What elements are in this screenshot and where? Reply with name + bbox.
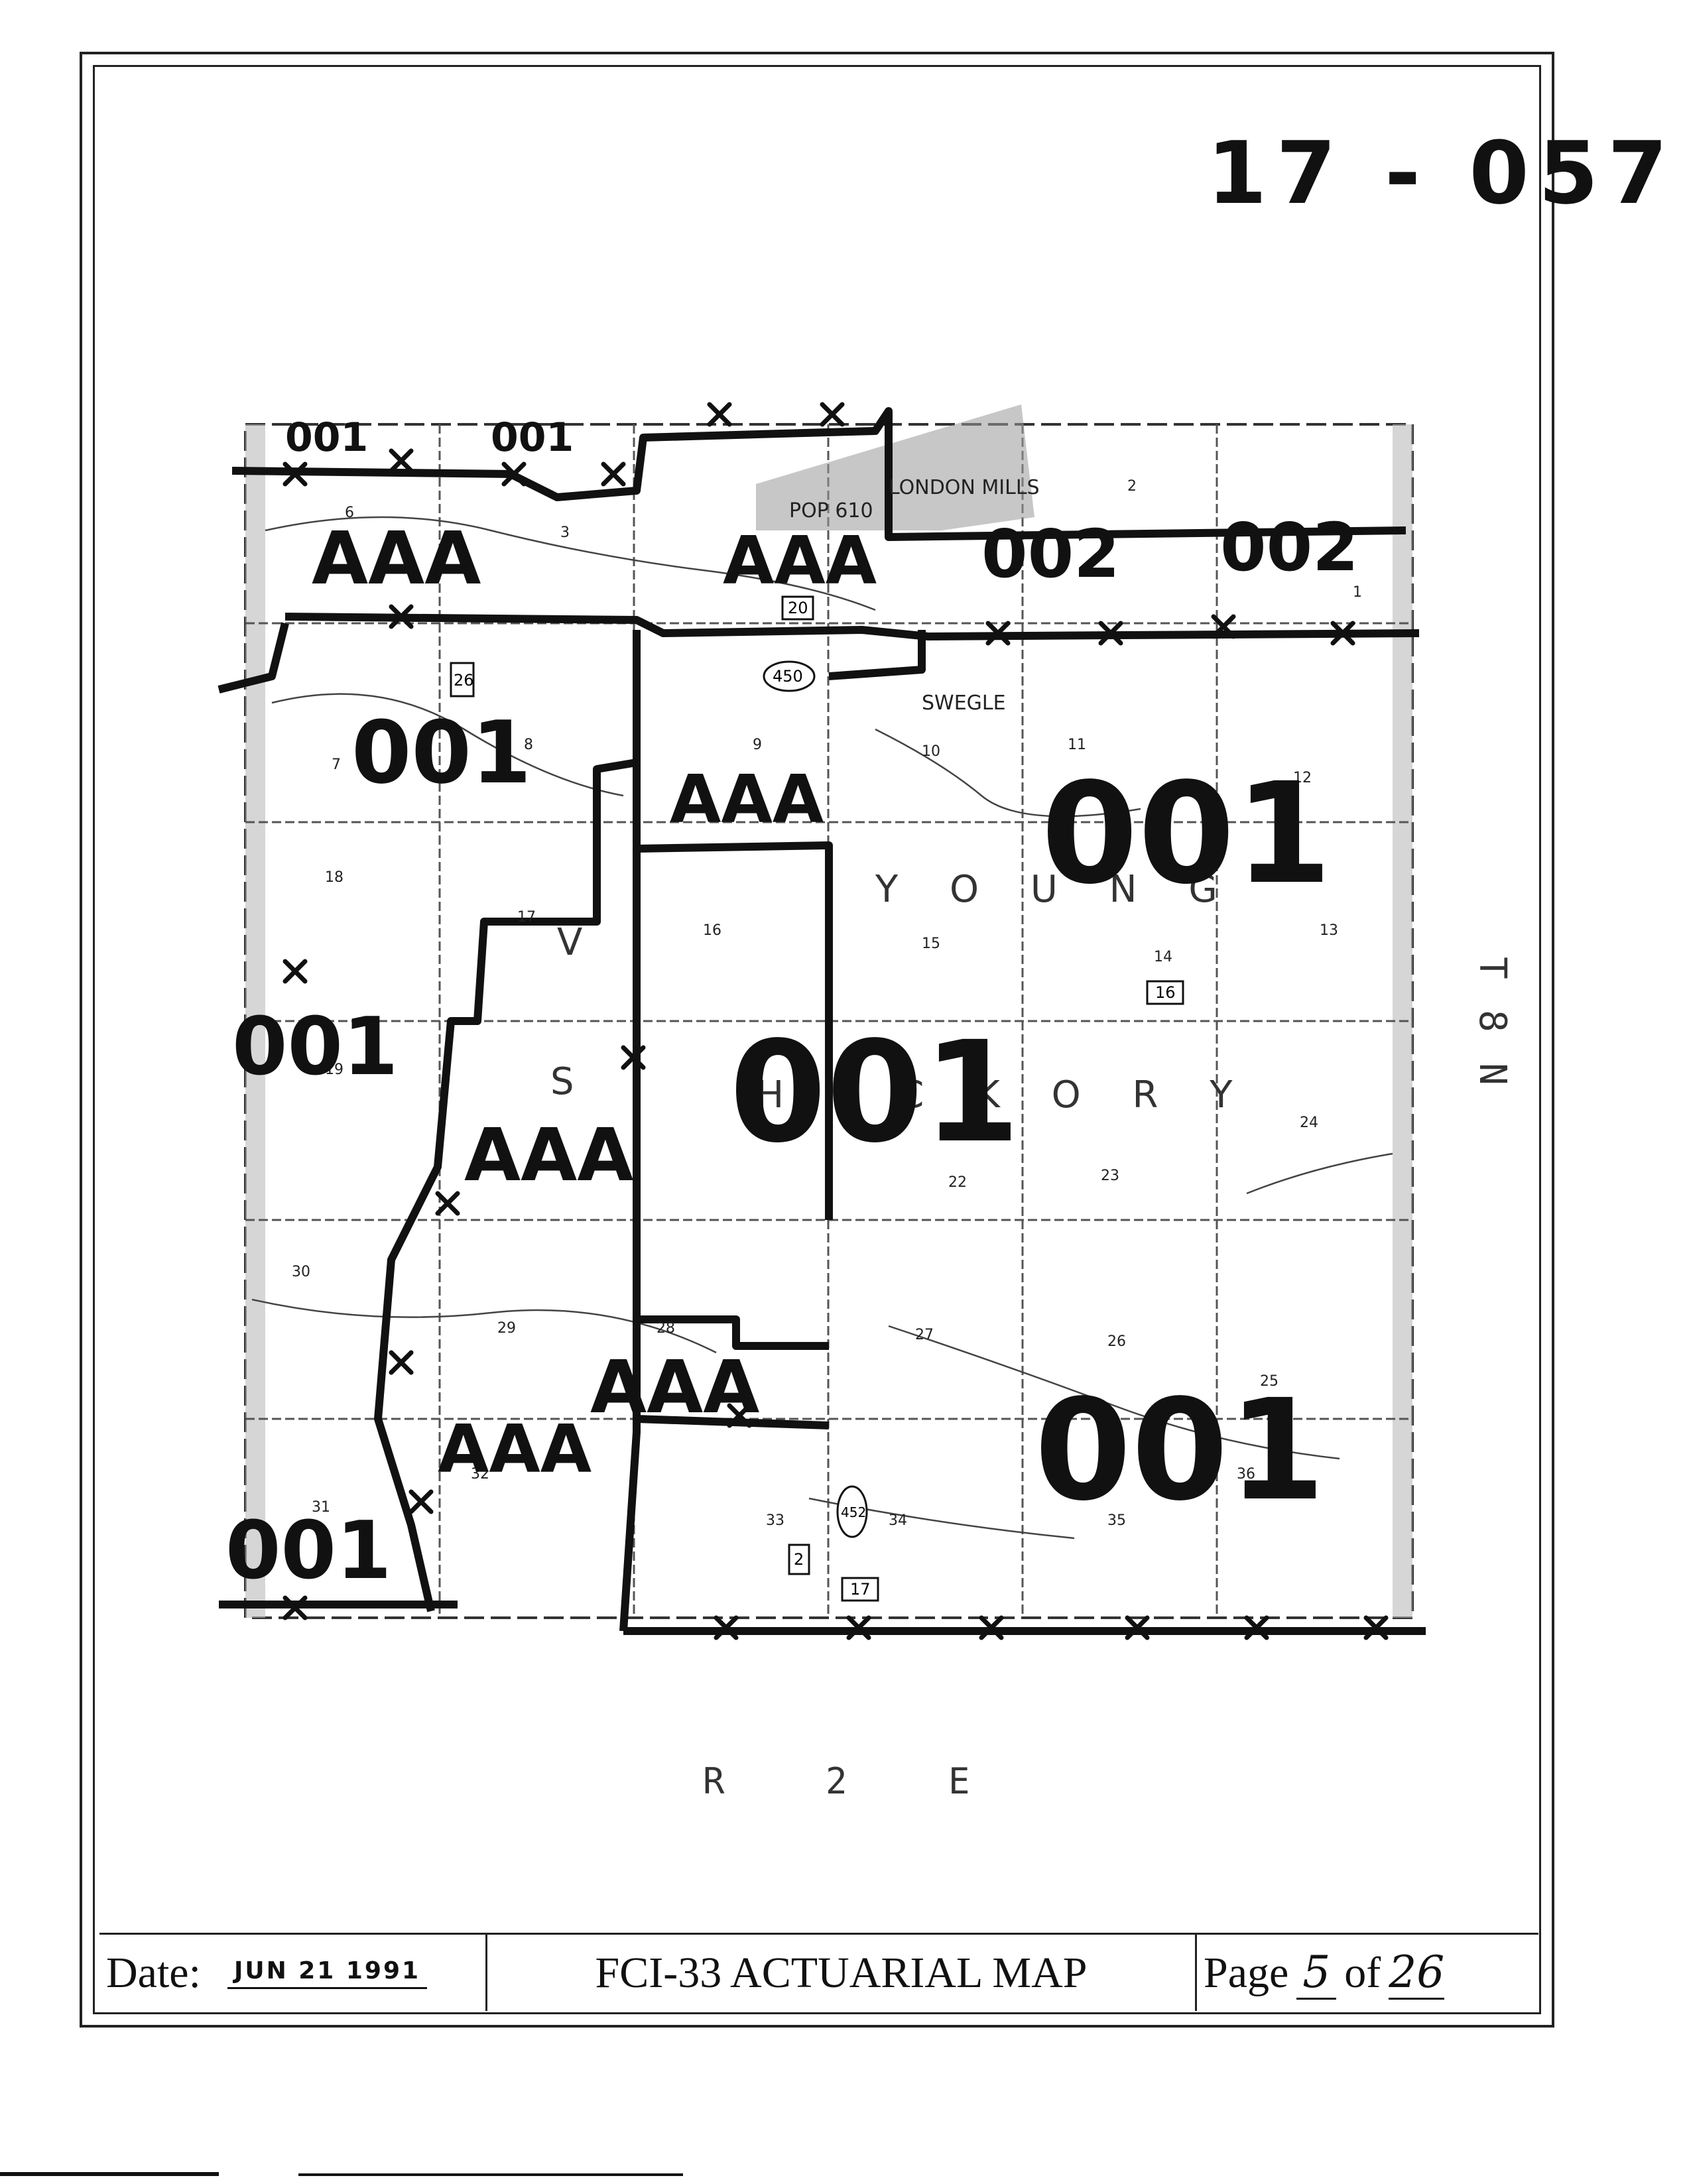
section-1: 1 — [1353, 584, 1362, 601]
zone-001-e: 001 — [1041, 753, 1332, 915]
section-26: 26 — [1107, 1333, 1126, 1350]
section-6: 6 — [345, 505, 354, 521]
scan-artifact-line — [298, 2173, 683, 2176]
section-24: 24 — [1300, 1115, 1318, 1131]
township-valley-v: V — [557, 921, 602, 964]
route-17: 17 — [850, 1580, 871, 1599]
section-7: 7 — [332, 757, 341, 773]
township-young: Y O U N G — [875, 868, 1237, 911]
section-3: 3 — [560, 524, 570, 541]
footer-table: Date: JUN 21 1991 FCI-33 ACTUARIAL MAP P… — [99, 1933, 1538, 2011]
section-22: 22 — [948, 1174, 967, 1191]
zone-001-sw: 001 — [232, 1001, 399, 1093]
township-direction: N — [1471, 1063, 1514, 1085]
section-27: 27 — [915, 1327, 934, 1343]
footer-date-cell: Date: JUN 21 1991 — [99, 1935, 487, 2011]
page-number: 5 — [1296, 1947, 1337, 2000]
zone-001-c: 001 — [729, 1011, 1020, 1174]
section-29: 29 — [497, 1320, 516, 1337]
zone-002-n: 002 — [981, 515, 1120, 593]
section-32: 32 — [471, 1466, 489, 1483]
section-8: 8 — [524, 737, 533, 753]
range-label: R 2 E — [703, 1760, 1010, 1802]
section-14: 14 — [1154, 949, 1172, 965]
section-15: 15 — [922, 936, 940, 952]
zone-aaa-sw: AAA — [464, 1113, 633, 1197]
zone-aaa-n: AAA — [723, 522, 877, 599]
section-numbers: 2 1 6 3 7 8 9 10 11 12 18 17 16 15 14 13… — [292, 478, 1362, 1529]
page-outer-border — [80, 52, 1554, 2028]
section-23: 23 — [1101, 1168, 1119, 1184]
section-11: 11 — [1068, 737, 1086, 753]
section-16: 16 — [703, 922, 721, 939]
section-33: 33 — [766, 1512, 784, 1529]
scan-artifact-line — [0, 2172, 219, 2176]
zone-aaa-c: AAA — [670, 760, 824, 838]
route-shields: 450 20 26 16 17 452 2 — [450, 595, 1184, 1602]
route-26: 26 — [454, 671, 474, 690]
section-12: 12 — [1293, 770, 1312, 786]
zone-001-nw: 001 — [285, 414, 368, 461]
section-10: 10 — [922, 743, 940, 760]
section-28: 28 — [656, 1320, 675, 1337]
place-pop: POP 610 — [789, 499, 873, 522]
section-13: 13 — [1320, 922, 1338, 939]
section-25: 25 — [1260, 1373, 1279, 1390]
zone-001-s: 001 — [225, 1505, 392, 1597]
page-inner-border — [93, 65, 1541, 2014]
township-label: T 8 N — [1469, 941, 1515, 1101]
section-19: 19 — [325, 1062, 344, 1078]
zone-aaa-ss: AAA — [438, 1410, 592, 1488]
page-total: 26 — [1389, 1947, 1445, 2000]
footer-page-cell: Page 5 of 26 — [1197, 1935, 1538, 2011]
route-20: 20 — [788, 599, 808, 617]
section-2: 2 — [1127, 478, 1137, 495]
section-35: 35 — [1107, 1512, 1126, 1529]
route-452: 452 — [841, 1504, 866, 1520]
zone-001-n: 001 — [491, 414, 574, 461]
zone-aaa-nw: AAA — [312, 516, 481, 601]
section-18: 18 — [325, 869, 344, 886]
section-17: 17 — [517, 909, 536, 926]
map-graphic: 2 1 6 3 7 8 9 10 11 12 18 17 16 15 14 13… — [218, 402, 1426, 1640]
section-31: 31 — [312, 1499, 330, 1516]
township-number: 8 — [1471, 1010, 1514, 1032]
section-9: 9 — [753, 737, 762, 753]
zone-001-w: 001 — [351, 702, 531, 803]
route-2: 2 — [794, 1550, 804, 1569]
map-title: FCI-33 ACTUARIAL MAP — [595, 1948, 1088, 1997]
route-16: 16 — [1155, 983, 1176, 1002]
zone-aaa-s: AAA — [590, 1345, 759, 1429]
actuarial-map: 2 1 6 3 7 8 9 10 11 12 18 17 16 15 14 13… — [212, 332, 1446, 1658]
place-london-mills: LONDON MILLS — [889, 476, 1040, 499]
section-36: 36 — [1237, 1466, 1255, 1483]
map-id: 17 - 057 — [1207, 123, 1677, 223]
of-word: of — [1344, 1948, 1381, 1997]
township-names: Y O U N G H I C K O R Y V S — [550, 868, 1252, 1117]
date-stamp: JUN 21 1991 — [227, 1957, 428, 1989]
zone-001-se: 001 — [1034, 1369, 1325, 1532]
place-swegle: SWEGLE — [922, 692, 1006, 715]
route-450: 450 — [773, 667, 803, 686]
page-word: Page — [1204, 1948, 1289, 1997]
township-valley-s: S — [550, 1060, 594, 1103]
section-30: 30 — [292, 1264, 310, 1280]
zone-labels: 001 001 AAA AAA 002 002 001 AAA 001 001 … — [225, 414, 1359, 1597]
section-34: 34 — [889, 1512, 907, 1529]
footer-title-cell: FCI-33 ACTUARIAL MAP — [487, 1935, 1197, 2011]
section-21: 21 — [743, 1108, 761, 1124]
township-hickory: H I C K O R Y — [756, 1073, 1252, 1117]
township-letter: T — [1471, 957, 1514, 979]
date-label: Date: — [106, 1948, 201, 1997]
zone-002-ne: 002 — [1220, 509, 1359, 586]
